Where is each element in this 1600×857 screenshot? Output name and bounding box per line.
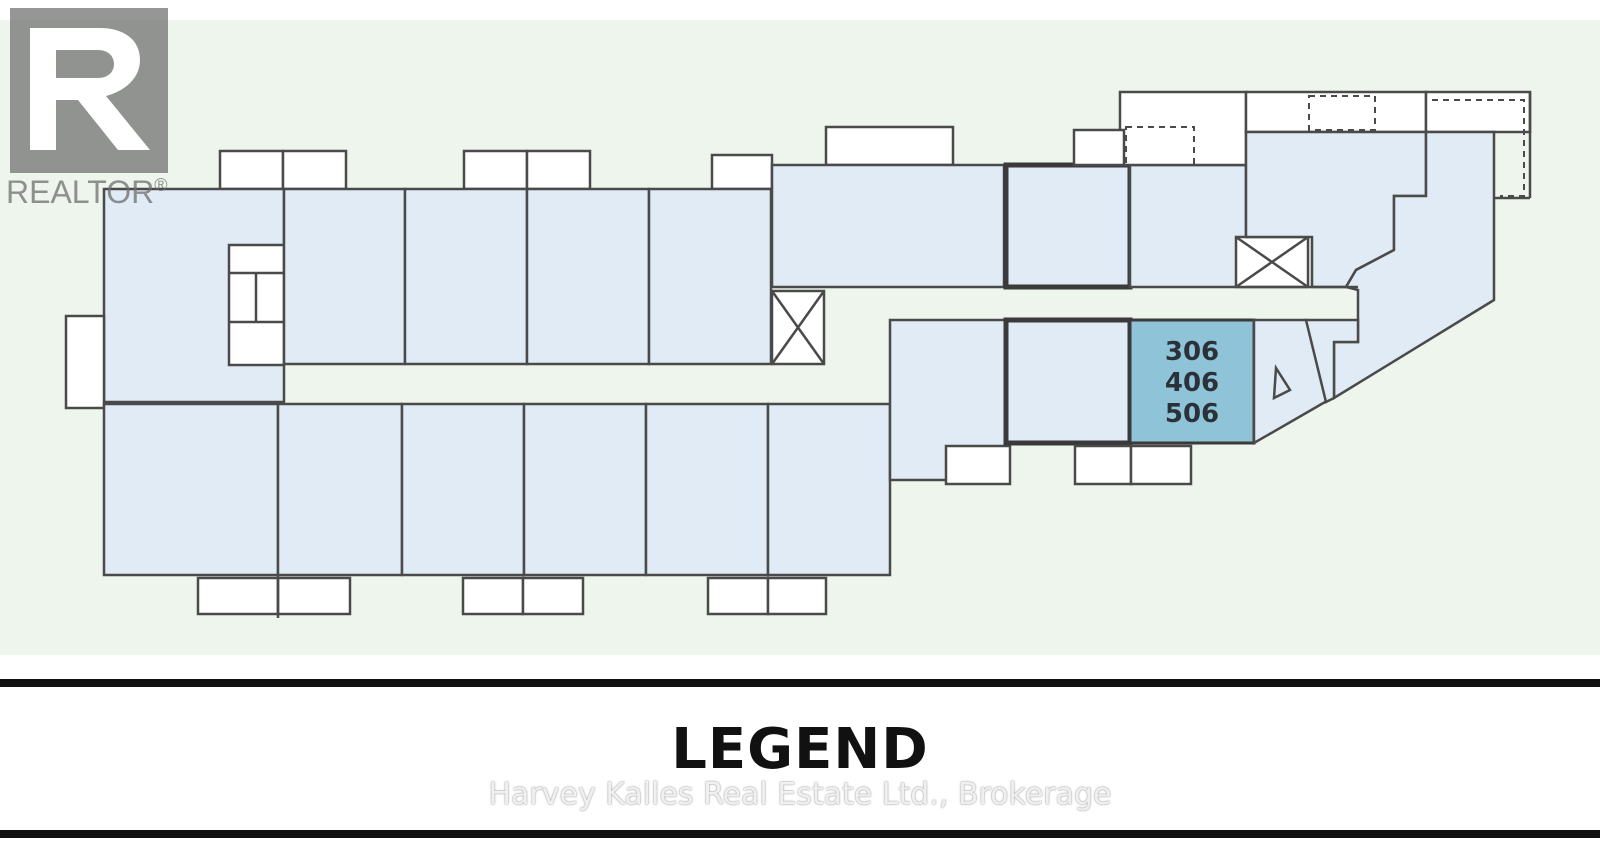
realtor-logo — [10, 8, 168, 173]
unit — [770, 163, 1006, 289]
unit — [400, 402, 526, 577]
balcony — [706, 576, 770, 616]
balcony — [1073, 444, 1133, 486]
balcony — [1118, 90, 1248, 167]
balcony — [461, 576, 525, 616]
balcony — [824, 125, 955, 167]
top-rule — [0, 679, 1600, 687]
unit — [282, 187, 407, 366]
balcony — [1129, 444, 1193, 486]
east-wing-south-row: 306 406 506 — [888, 317, 1360, 486]
balcony — [1244, 90, 1428, 134]
legend-title: LEGEND — [671, 717, 929, 782]
unit — [102, 402, 280, 577]
unit — [644, 402, 770, 577]
unit — [522, 402, 648, 577]
west-wing-north-row — [64, 149, 826, 410]
registered-mark: ® — [154, 175, 168, 195]
unit-number-306: 306 — [1165, 337, 1219, 367]
bottom-rule — [0, 830, 1600, 838]
east-wing-north-row — [770, 90, 1532, 401]
unit — [1003, 317, 1133, 446]
unit-number-506: 506 — [1165, 399, 1219, 429]
balcony — [196, 576, 280, 616]
balcony — [766, 576, 828, 616]
unit — [1128, 163, 1248, 289]
realtor-name: REALTOR — [6, 174, 155, 210]
unit-east-end — [1332, 130, 1496, 401]
unit — [766, 402, 892, 577]
balcony — [710, 153, 774, 191]
unit-highlighted — [1128, 318, 1256, 445]
balcony — [281, 149, 348, 191]
realtor-logo-text: REALTOR® — [6, 176, 167, 208]
brokerage-watermark: Harvey Kalles Real Estate Ltd., Brokerag… — [488, 777, 1112, 812]
balcony — [525, 149, 592, 191]
unit-number-406: 406 — [1165, 368, 1219, 398]
unit — [403, 187, 529, 366]
unit — [276, 402, 404, 577]
balcony — [1424, 90, 1532, 134]
unit — [647, 187, 773, 366]
unit — [525, 187, 651, 366]
balcony — [218, 149, 285, 191]
unit — [1003, 162, 1133, 290]
unit-wedge — [1304, 318, 1360, 404]
balcony — [462, 149, 529, 191]
balcony — [521, 576, 585, 616]
west-wing-south-row — [102, 402, 892, 618]
balcony — [944, 444, 1012, 486]
balcony — [1072, 128, 1126, 167]
balcony — [64, 314, 106, 410]
balcony — [276, 576, 352, 616]
